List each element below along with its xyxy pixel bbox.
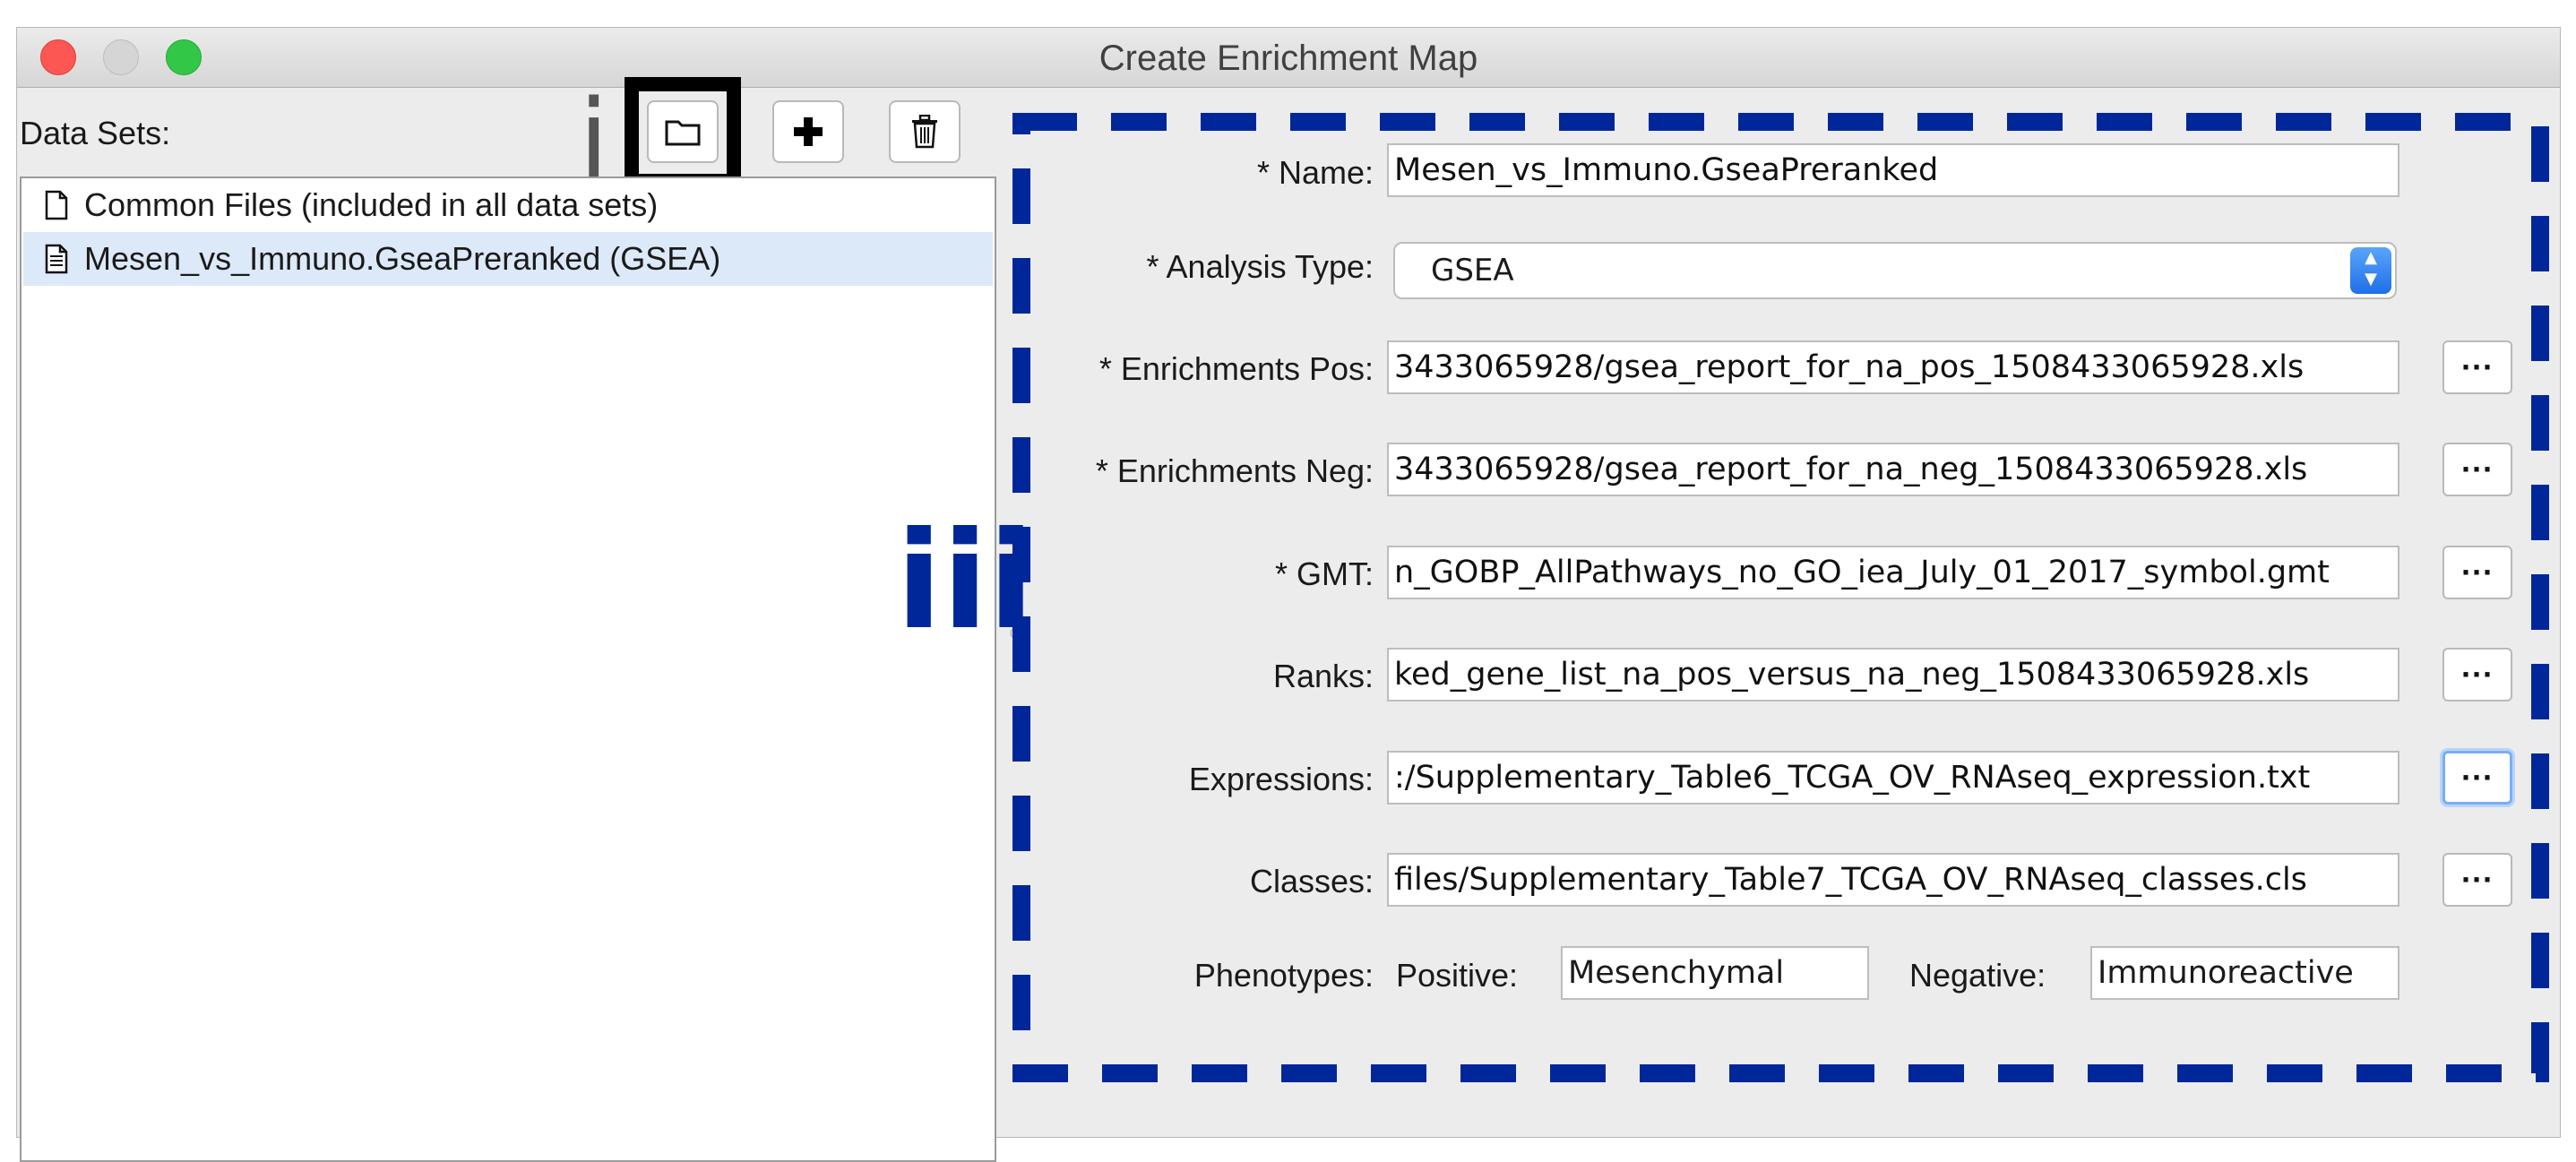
add-dataset-button[interactable] — [772, 100, 844, 163]
enrichments-neg-label: * Enrichments Neg: — [1095, 452, 1374, 489]
analysis-type-value: GSEA — [1431, 253, 1514, 288]
list-item-label: Common Files (included in all data sets) — [84, 186, 659, 223]
name-label: * Name: — [1256, 154, 1374, 191]
expressions-label: Expressions: — [1188, 761, 1374, 797]
positive-phenotype-field[interactable]: Mesenchymal — [1561, 946, 1869, 1000]
select-arrows-icon: ▲▼ — [2350, 247, 2391, 294]
negative-phenotype-field[interactable]: Immunoreactive — [2090, 946, 2399, 1000]
annotation-iii: iii — [896, 504, 1035, 659]
title-bar: Create Enrichment Map — [17, 28, 2560, 88]
delete-dataset-button[interactable] — [889, 100, 961, 163]
annotation-dashed-frame — [1012, 113, 2549, 1082]
trash-icon — [912, 115, 937, 149]
list-item-common-files[interactable]: Common Files (included in all data sets) — [23, 178, 993, 232]
expressions-browse-button[interactable]: ··· — [2442, 751, 2512, 805]
gmt-field[interactable]: n_GOBP_AllPathways_no_GO_iea_July_01_201… — [1387, 546, 2399, 599]
list-item-label: Mesen_vs_Immuno.GseaPreranked (GSEA) — [84, 240, 721, 277]
enrichments-neg-browse-button[interactable]: ··· — [2442, 443, 2512, 496]
classes-label: Classes: — [1249, 863, 1374, 899]
ranks-browse-button[interactable]: ··· — [2442, 648, 2512, 702]
enrichments-pos-label: * Enrichments Pos: — [1098, 350, 1374, 387]
blank-file-icon — [45, 190, 68, 220]
plus-icon — [794, 117, 823, 146]
open-folder-button[interactable] — [647, 100, 719, 163]
enrichments-pos-browse-button[interactable]: ··· — [2442, 340, 2512, 394]
analysis-type-select[interactable]: GSEA ▲▼ — [1393, 242, 2397, 299]
folder-icon — [665, 120, 701, 146]
data-sets-list[interactable]: Common Files (included in all data sets)… — [20, 176, 996, 1162]
analysis-type-label: * Analysis Type: — [1146, 248, 1374, 285]
maximize-window-button[interactable] — [166, 39, 202, 75]
gmt-label: * GMT: — [1274, 555, 1374, 592]
ranks-label: Ranks: — [1272, 658, 1374, 694]
gmt-browse-button[interactable]: ··· — [2442, 546, 2512, 599]
minimize-window-button[interactable] — [103, 39, 139, 75]
enrichments-neg-field[interactable]: 3433065928/gsea_report_for_na_neg_150843… — [1387, 443, 2399, 496]
name-field[interactable]: Mesen_vs_Immuno.GseaPreranked — [1387, 143, 2399, 197]
close-window-button[interactable] — [40, 39, 76, 75]
enrichments-pos-field[interactable]: 3433065928/gsea_report_for_na_pos_150843… — [1387, 340, 2399, 394]
window-title: Create Enrichment Map — [1098, 39, 1478, 78]
positive-label: Positive: — [1396, 957, 1519, 994]
ranks-field[interactable]: ked_gene_list_na_pos_versus_na_neg_15084… — [1387, 648, 2399, 702]
data-sets-label: Data Sets: — [20, 115, 171, 151]
list-item-mesen-vs-immuno[interactable]: Mesen_vs_Immuno.GseaPreranked (GSEA) — [23, 232, 993, 286]
negative-label: Negative: — [1909, 957, 2046, 994]
expressions-field[interactable]: :/Supplementary_Table6_TCGA_OV_RNAseq_ex… — [1387, 751, 2399, 805]
document-file-icon — [45, 244, 68, 274]
classes-browse-button[interactable]: ··· — [2442, 853, 2512, 907]
phenotypes-label: Phenotypes: — [1193, 957, 1374, 994]
classes-field[interactable]: files/Supplementary_Table7_TCGA_OV_RNAse… — [1387, 853, 2399, 907]
